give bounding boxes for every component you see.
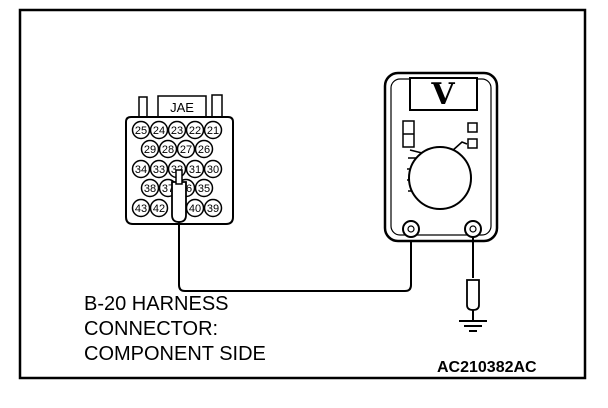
connector-pin-40: 40 (185, 198, 205, 218)
b20-connector: JAE 252423222129282726343332313038373635… (125, 94, 234, 225)
connector-pin-33: 33 (149, 159, 169, 179)
connector-pin-label: 42 (153, 203, 165, 215)
connector-pin-35: 35 (194, 178, 214, 198)
voltmeter-selector-dial (408, 146, 472, 210)
connector-pin-label: 34 (135, 164, 147, 176)
connector-pin-label: 28 (162, 144, 174, 156)
voltmeter-mode-symbol: V (430, 77, 455, 112)
connector-pin-30: 30 (203, 159, 223, 179)
probe-body (171, 181, 187, 223)
connector-pin-label: 38 (144, 183, 156, 195)
connector-pin-39: 39 (203, 198, 223, 218)
connector-pin-23: 23 (167, 120, 187, 140)
connector-pin-31: 31 (185, 159, 205, 179)
connector-pin-43: 43 (131, 198, 151, 218)
probe-tip (175, 169, 183, 185)
connector-pin-label: 31 (189, 164, 201, 176)
test-lead-wire (178, 222, 412, 292)
connector-pin-label: 37 (162, 183, 174, 195)
ground-symbol (459, 320, 487, 332)
caption-line-1: B-20 HARNESS (84, 293, 229, 315)
figure-reference-code: AC210382AC (437, 359, 537, 376)
connector-pin-label: 26 (198, 144, 210, 156)
connector-pin-label: 30 (207, 164, 219, 176)
connector-pin-28: 28 (158, 139, 178, 159)
connector-pin-34: 34 (131, 159, 151, 179)
connector-pin-label: 40 (189, 203, 201, 215)
connector-pin-25: 25 (131, 120, 151, 140)
connector-pin-label: 29 (144, 144, 156, 156)
connector-pin-label: 25 (135, 125, 147, 137)
connector-pin-38: 38 (140, 178, 160, 198)
connector-pin-label: 33 (153, 164, 165, 176)
connector-pin-label: 22 (189, 125, 201, 137)
connector-pin-label: 39 (207, 203, 219, 215)
connector-pin-21: 21 (203, 120, 223, 140)
connector-pin-label: 35 (198, 183, 210, 195)
connector-pin-27: 27 (176, 139, 196, 159)
connector-pin-label: 27 (180, 144, 192, 156)
connector-pin-42: 42 (149, 198, 169, 218)
ground-probe (466, 279, 480, 311)
caption-line-2: CONNECTOR: (84, 318, 219, 340)
voltmeter-display (409, 77, 478, 111)
connector-brand-label: JAE (170, 100, 194, 115)
connector-pin-29: 29 (140, 139, 160, 159)
caption-line-3: COMPONENT SIDE (84, 343, 266, 365)
voltmeter-button-top (467, 122, 478, 133)
connector-pin-24: 24 (149, 120, 169, 140)
connector-pin-label: 21 (207, 125, 219, 137)
connector-pin-22: 22 (185, 120, 205, 140)
diagram-frame (18, 8, 587, 380)
connector-pin-label: 24 (153, 125, 165, 137)
connector-pin-label: 23 (171, 125, 183, 137)
voltmeter: V (383, 71, 499, 243)
voltmeter-button-bottom (467, 138, 478, 149)
connector-pin-26: 26 (194, 139, 214, 159)
connector-pin-label: 43 (135, 203, 147, 215)
